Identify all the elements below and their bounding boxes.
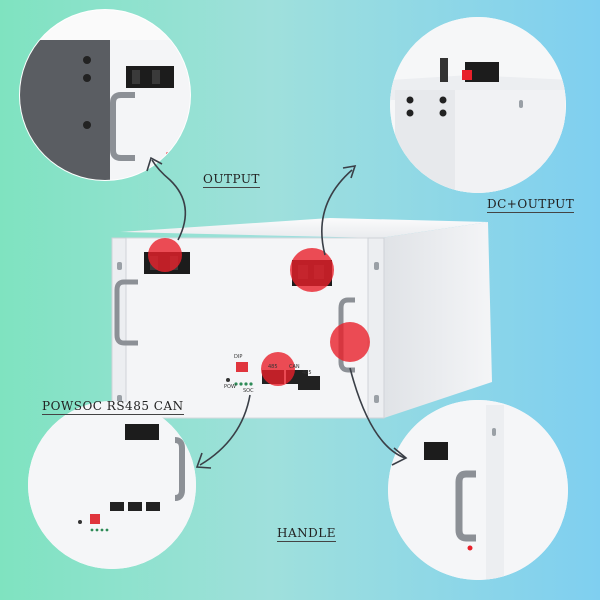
panel-label-485b: 485 (302, 370, 312, 376)
panel-label-pow: POW (224, 384, 236, 390)
label-comm-ports: POWSOC RS485 CAN (42, 399, 184, 415)
callout-arrows (146, 156, 408, 469)
panel-label-dip: DIP (234, 354, 243, 360)
detail-circle-handle (388, 400, 568, 580)
battery-rack-unit (111, 218, 492, 419)
panel-label-485: 485 (268, 364, 278, 370)
detail-circle-dc-output (390, 17, 566, 193)
label-output: OUTPUT (203, 172, 260, 188)
panel-label-can: CAN (289, 364, 300, 370)
panel-label-soc: SOC (243, 388, 254, 394)
detail-circle-comm-panel (28, 401, 196, 569)
detail-circle-output (19, 9, 191, 181)
label-dc-output: DC+OUTPUT (487, 197, 575, 213)
label-handle: HANDLE (277, 526, 336, 542)
